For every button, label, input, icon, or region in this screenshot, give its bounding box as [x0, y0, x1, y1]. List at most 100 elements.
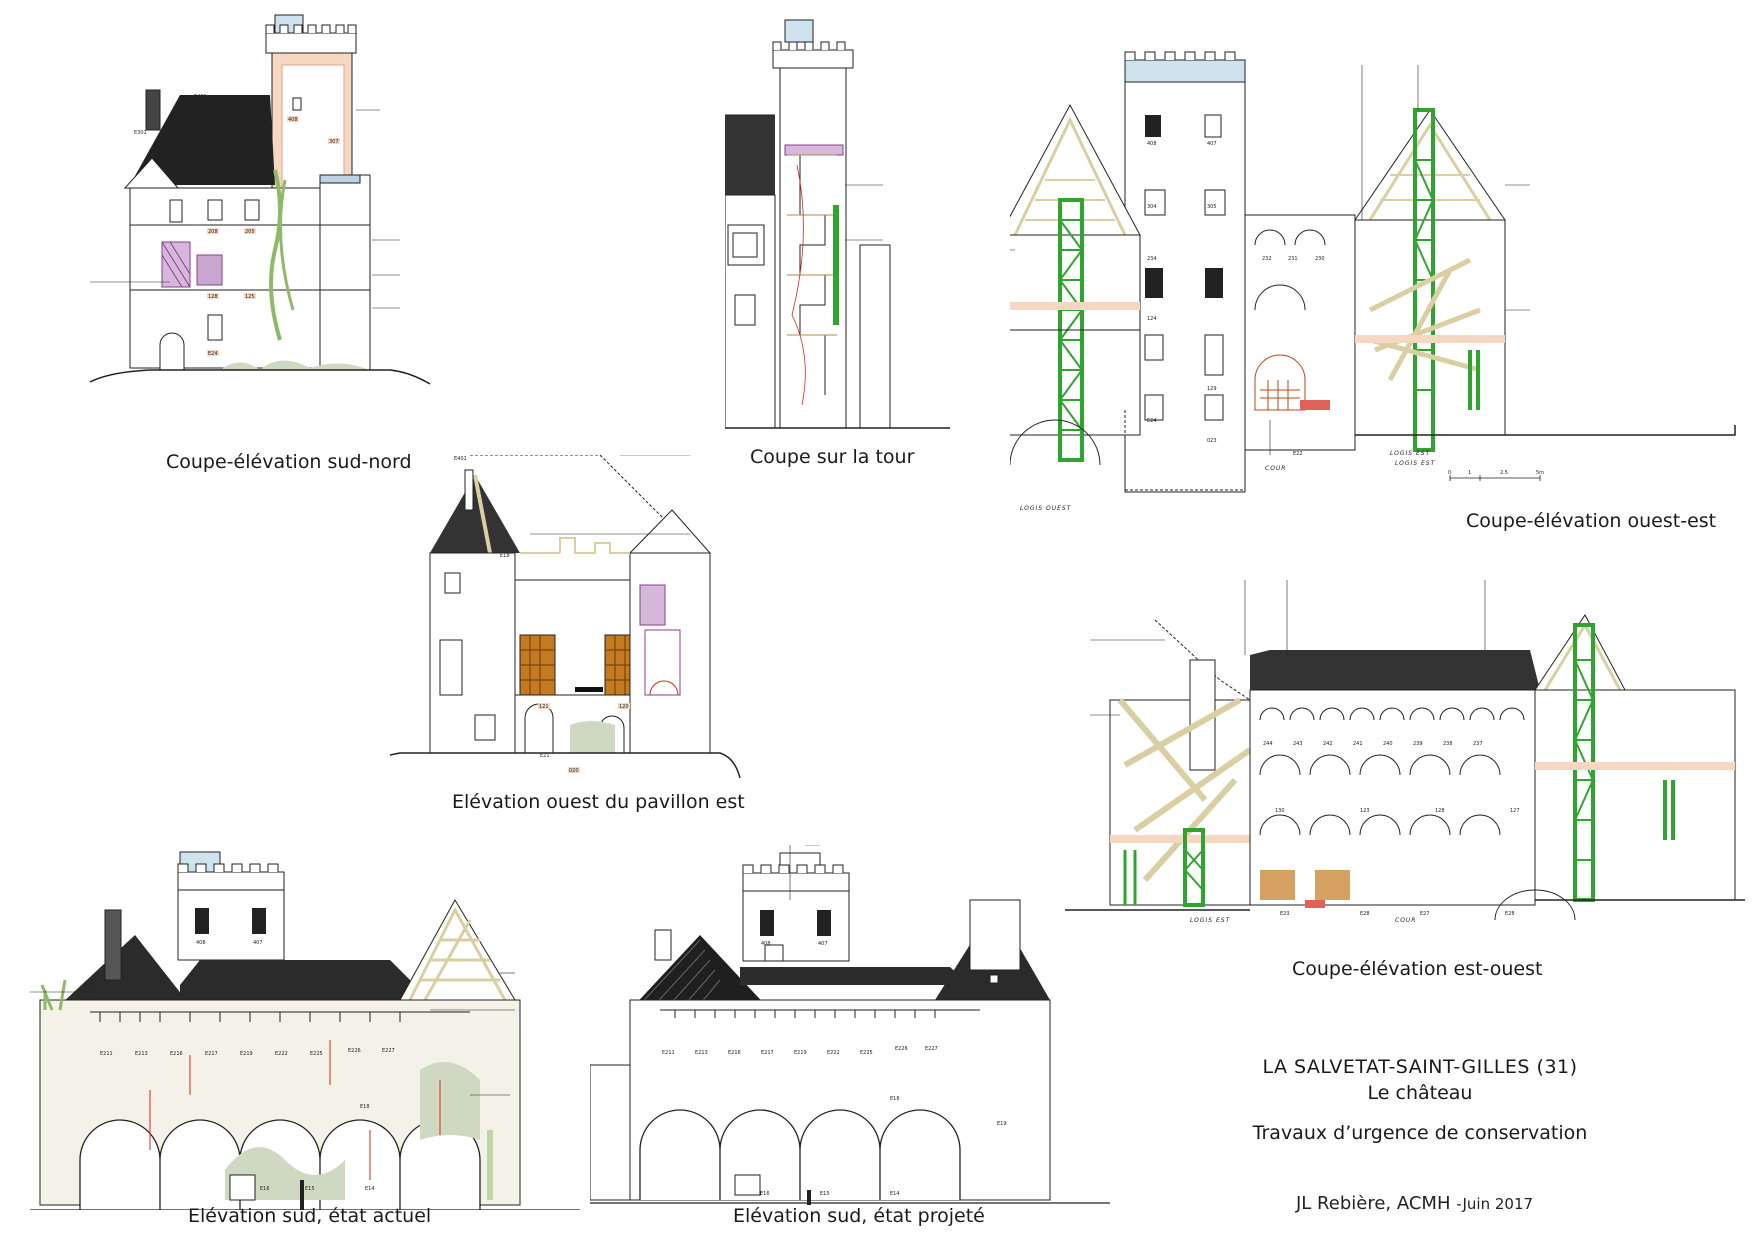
room-tag: 130: [1275, 808, 1285, 814]
room-tag: E16: [260, 1186, 270, 1192]
caption-coupe-ouest-est: Coupe-élévation ouest-est: [1466, 510, 1717, 532]
scale-0: 0: [1448, 470, 1451, 476]
room-tag: 128: [1435, 808, 1445, 814]
room-tag: E225: [310, 1051, 323, 1057]
title-building: Le château: [1367, 1082, 1473, 1104]
room-tag: 242: [1323, 741, 1333, 747]
room-tag: E16: [760, 1191, 770, 1197]
room-tag: E21: [540, 753, 550, 759]
label-logis-est: LOGIS EST: [1390, 450, 1431, 457]
room-tag: E15: [305, 1186, 315, 1192]
room-tag: 304: [1147, 204, 1157, 210]
room-tag: E18: [890, 1096, 900, 1102]
room-tag: 407: [253, 940, 263, 946]
room-tag: 120: [619, 704, 629, 710]
room-tag: 127: [1510, 808, 1520, 814]
caption-coupe-tour: Coupe sur la tour: [750, 446, 915, 468]
room-tag: E301: [134, 130, 147, 136]
room-tag: E216: [170, 1051, 183, 1057]
label-cour: COUR: [1265, 465, 1286, 472]
room-tag: E27: [1420, 911, 1430, 917]
room-tag: E18: [500, 553, 510, 559]
room-tag: E226: [895, 1046, 908, 1052]
label-logis-est-2: LOGIS EST: [1395, 460, 1436, 467]
room-tag: E219: [794, 1050, 807, 1056]
room-tag: E216: [728, 1050, 741, 1056]
room-tag: 241: [1353, 741, 1363, 747]
caption-elevation-sud-actuel: Elévation sud, état actuel: [188, 1205, 432, 1227]
room-tag: 305: [1207, 204, 1217, 210]
caption-coupe-est-ouest: Coupe-élévation est-ouest: [1292, 958, 1543, 980]
room-tag: 239: [1413, 741, 1423, 747]
room-tag: 234: [1147, 256, 1157, 262]
drawing-coupe-est-ouest: 244 243 242 241 240 239 238 237 130 123 …: [1065, 580, 1754, 960]
room-tag: 125: [245, 294, 255, 300]
room-tag: 232: [1262, 256, 1272, 262]
room-tag: 129: [1207, 386, 1217, 392]
scale-1: 1: [1468, 470, 1471, 476]
room-tag: E28: [1360, 911, 1370, 917]
room-tag: E213: [135, 1051, 148, 1057]
drawing-date: -Juin 2017: [1456, 1195, 1534, 1213]
label-logis-est-3: LOGIS EST: [1190, 917, 1231, 924]
room-tag: 307: [329, 139, 339, 145]
room-tag: 023: [1207, 438, 1217, 444]
drawing-elevation-ouest-pavillon: E401 E18 121 120 E21 020: [390, 455, 750, 785]
label-logis-ouest: LOGIS OUEST: [1020, 505, 1072, 512]
room-tag: E24: [208, 351, 218, 357]
room-tag: 243: [1293, 741, 1303, 747]
room-tag: 408: [1147, 141, 1157, 147]
room-tag: E28: [1505, 911, 1515, 917]
caption-elevation-ouest-pavillon: Elévation ouest du pavillon est: [452, 791, 745, 813]
room-tag: E24: [1147, 418, 1157, 424]
room-tag: 128: [208, 294, 218, 300]
caption-coupe-sud-nord: Coupe-élévation sud-nord: [166, 451, 412, 473]
room-tag: E222: [275, 1051, 288, 1057]
author-name: JL Rebière, ACMH: [1296, 1193, 1451, 1214]
author-credit: JL Rebière, ACMH -Juin 2017: [1296, 1193, 1533, 1214]
room-tag: 123: [1360, 808, 1370, 814]
room-tag: 020: [569, 768, 579, 774]
room-tag: E18: [360, 1104, 370, 1110]
room-tag: E15: [820, 1191, 830, 1197]
room-tag: 408: [288, 117, 298, 123]
room-tag: 231: [1288, 256, 1298, 262]
scale-2: 2.5: [1500, 470, 1508, 476]
room-tag: 121: [539, 704, 549, 710]
room-tag: 408: [196, 940, 206, 946]
room-tag: E23: [1280, 911, 1290, 917]
room-tag: E14: [365, 1186, 375, 1192]
room-tag: E227: [382, 1048, 395, 1054]
drawing-elevation-sud-projete: 408 407 E211 E213 E216 E217 E219 E222 E2…: [590, 845, 1110, 1205]
room-tag: 244: [1263, 741, 1273, 747]
room-tag: 238: [1443, 741, 1453, 747]
room-tag: 407: [1207, 141, 1217, 147]
room-tag: 208: [208, 229, 218, 235]
room-tag: E219: [240, 1051, 253, 1057]
label-cour-2: COUR: [1395, 917, 1416, 924]
drawing-elevation-sud-actuel: 408 407 E211 E213 E216 E217 E219 E222 E2…: [30, 840, 590, 1210]
room-tag: E213: [695, 1050, 708, 1056]
room-tag: E217: [761, 1050, 774, 1056]
room-tag: E19: [997, 1121, 1007, 1127]
room-tag: E22: [1293, 451, 1303, 457]
room-tag: E227: [925, 1046, 938, 1052]
room-tag: E222: [827, 1050, 840, 1056]
room-tag: E211: [100, 1051, 113, 1057]
room-tag: 407: [818, 941, 828, 947]
room-tag: 240: [1383, 741, 1393, 747]
caption-elevation-sud-projete: Elévation sud, état projeté: [733, 1205, 985, 1227]
drawing-coupe-tour: [725, 15, 955, 440]
title-block: LA SALVETAT-SAINT-GILLES (31) Le château…: [1220, 1056, 1620, 1144]
drawing-coupe-sud-nord: 408 307 E401 E301 208 205 128 125 E24: [90, 10, 470, 390]
room-tag: E401: [454, 456, 467, 462]
room-tag: 408: [761, 941, 771, 947]
room-tag: E14: [890, 1191, 900, 1197]
scale-3: 5m: [1536, 470, 1544, 476]
room-tag: 205: [245, 229, 255, 235]
title-place: LA SALVETAT-SAINT-GILLES (31): [1262, 1056, 1578, 1078]
room-tag: 230: [1315, 256, 1325, 262]
room-tag: E217: [205, 1051, 218, 1057]
room-tag: E401: [194, 94, 207, 100]
room-tag: E225: [860, 1050, 873, 1056]
